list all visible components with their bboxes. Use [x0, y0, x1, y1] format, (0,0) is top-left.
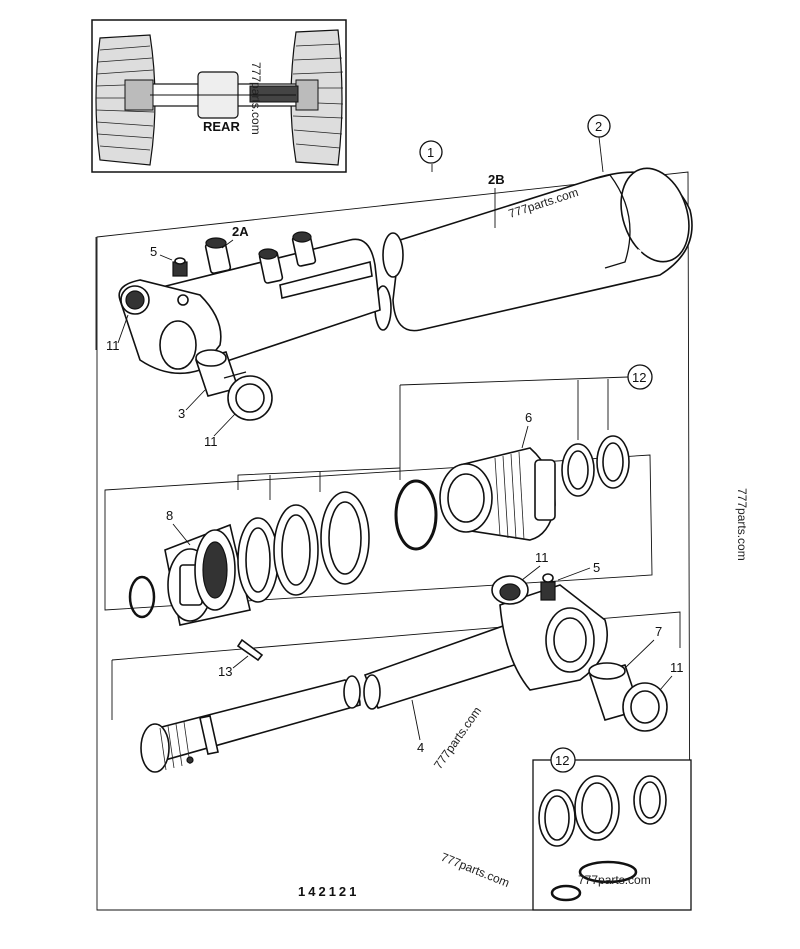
bushing-11-lower-left: 11 [204, 371, 273, 449]
callout-2A: 2A [232, 224, 249, 239]
callout-2B: 2B [488, 172, 505, 187]
seal-kit-inset-12: 12 [532, 747, 692, 911]
inset-rear-label: REAR [203, 119, 240, 134]
callout-11-rod-upper: 11 [535, 550, 549, 565]
callout-group-2: 2 [587, 114, 611, 173]
seal-rings-12-top [561, 435, 630, 497]
callout-11-lower-left: 11 [204, 434, 218, 449]
watermark-center-lower: 777parts.com [431, 704, 484, 772]
rod-frame [111, 611, 681, 720]
callout-12-top: 12 [632, 370, 646, 385]
watermark-right-margin: 777parts.com [735, 488, 749, 561]
bushing-11-rod-lower: 11 [622, 660, 684, 732]
callout-2: 2 [595, 119, 602, 134]
bushing-11-rod-upper: 11 [491, 550, 549, 605]
callout-5-top: 5 [150, 244, 157, 259]
tractor-inset: REAR [91, 19, 347, 173]
cylinder-barrel-2 [118, 167, 693, 375]
watermark-bottom-center: 777parts.com [439, 850, 512, 890]
callout-4: 4 [417, 740, 424, 755]
gland-8: 8 [164, 508, 251, 626]
callout-1: 1 [427, 145, 434, 160]
callout-group-2B: 2B [488, 172, 505, 228]
callout-group-12-top: 12 [237, 364, 653, 500]
callout-5-lower: 5 [593, 560, 600, 575]
piston-6: 6 [439, 410, 556, 541]
figure-number: 142121 [298, 884, 359, 899]
watermark-bottom-right: 777parts.com [578, 873, 651, 887]
callout-6: 6 [525, 410, 532, 425]
callout-circle-1 [419, 140, 443, 164]
bracket-group-1: 1 [95, 140, 443, 350]
callout-group-2A: 2A [221, 224, 249, 249]
callout-3: 3 [178, 406, 185, 421]
piston-rod-4: 4 [140, 584, 609, 773]
roll-pin-13: 13 [218, 638, 264, 679]
bushing-11-top-left: 11 [106, 285, 150, 353]
callout-11-top-left: 11 [106, 338, 120, 353]
o-ring-mid [394, 479, 438, 551]
grease-nipple-5-top: 5 [150, 244, 188, 277]
grease-nipple-5-lower: 5 [540, 560, 600, 601]
bush-3: 3 [178, 349, 240, 421]
callout-circle-12-inset [550, 747, 576, 773]
callout-12-inset: 12 [555, 753, 569, 768]
callout-8: 8 [166, 508, 173, 523]
callout-11-rod-lower: 11 [670, 660, 684, 675]
gland-seals [237, 491, 370, 603]
callout-7: 7 [655, 624, 662, 639]
o-ring-left [128, 575, 156, 619]
callout-13: 13 [218, 664, 232, 679]
watermark-inset: 777parts.com [249, 62, 263, 135]
